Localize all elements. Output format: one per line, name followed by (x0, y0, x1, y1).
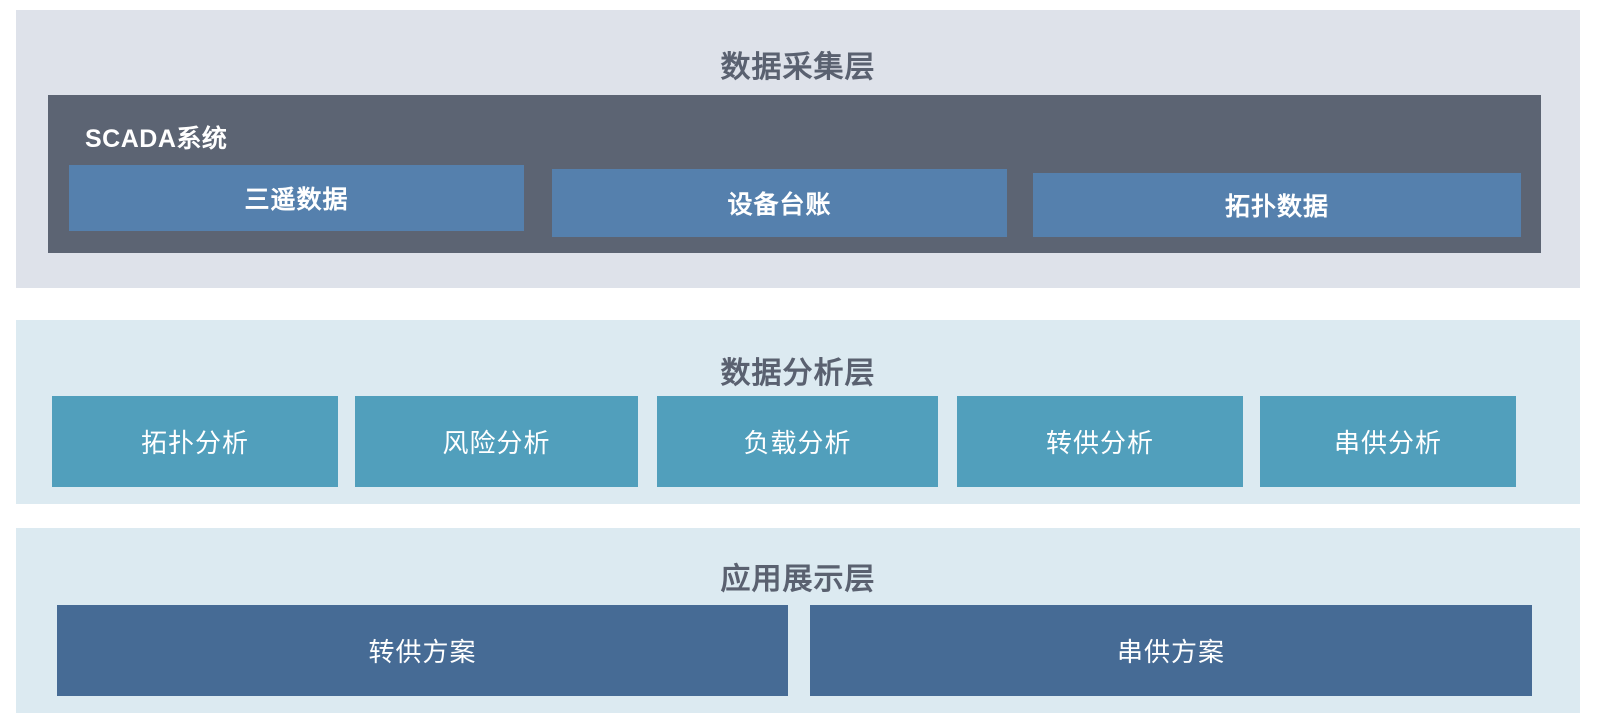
analysis-item-transfer-supply[interactable]: 转供分析 (957, 396, 1243, 487)
layer-title-application-presentation: 应用展示层 (720, 563, 876, 596)
analysis-item-group: 拓扑分析 风险分析 负载分析 转供分析 串供分析 (52, 396, 1552, 487)
layer-data-collection: 数据采集层 SCADA系统 三遥数据 设备台账 拓扑数据 (16, 10, 1580, 288)
analysis-item-series-supply[interactable]: 串供分析 (1260, 396, 1516, 487)
scada-item-telemetry-data[interactable]: 三遥数据 (69, 165, 524, 231)
analysis-item-topology[interactable]: 拓扑分析 (52, 396, 338, 487)
analysis-item-risk[interactable]: 风险分析 (355, 396, 638, 487)
layer-title-data-collection: 数据采集层 (720, 51, 876, 84)
scada-item-group: 三遥数据 设备台账 拓扑数据 (69, 165, 1521, 237)
scada-item-topology-data[interactable]: 拓扑数据 (1033, 173, 1521, 237)
layer-title-data-analysis: 数据分析层 (720, 357, 876, 390)
analysis-item-load[interactable]: 负载分析 (657, 396, 938, 487)
layer-data-analysis: 数据分析层 拓扑分析 风险分析 负载分析 转供分析 串供分析 (16, 320, 1580, 504)
scada-system-label: SCADA系统 (85, 125, 228, 153)
application-item-group: 转供方案 串供方案 (57, 605, 1557, 696)
scada-system-panel[interactable]: SCADA系统 三遥数据 设备台账 拓扑数据 (48, 95, 1541, 253)
layer-application-presentation: 应用展示层 转供方案 串供方案 (16, 528, 1580, 713)
scada-item-equipment-ledger[interactable]: 设备台账 (552, 169, 1007, 237)
application-item-transfer-supply-plan[interactable]: 转供方案 (57, 605, 788, 696)
application-item-series-supply-plan[interactable]: 串供方案 (810, 605, 1532, 696)
